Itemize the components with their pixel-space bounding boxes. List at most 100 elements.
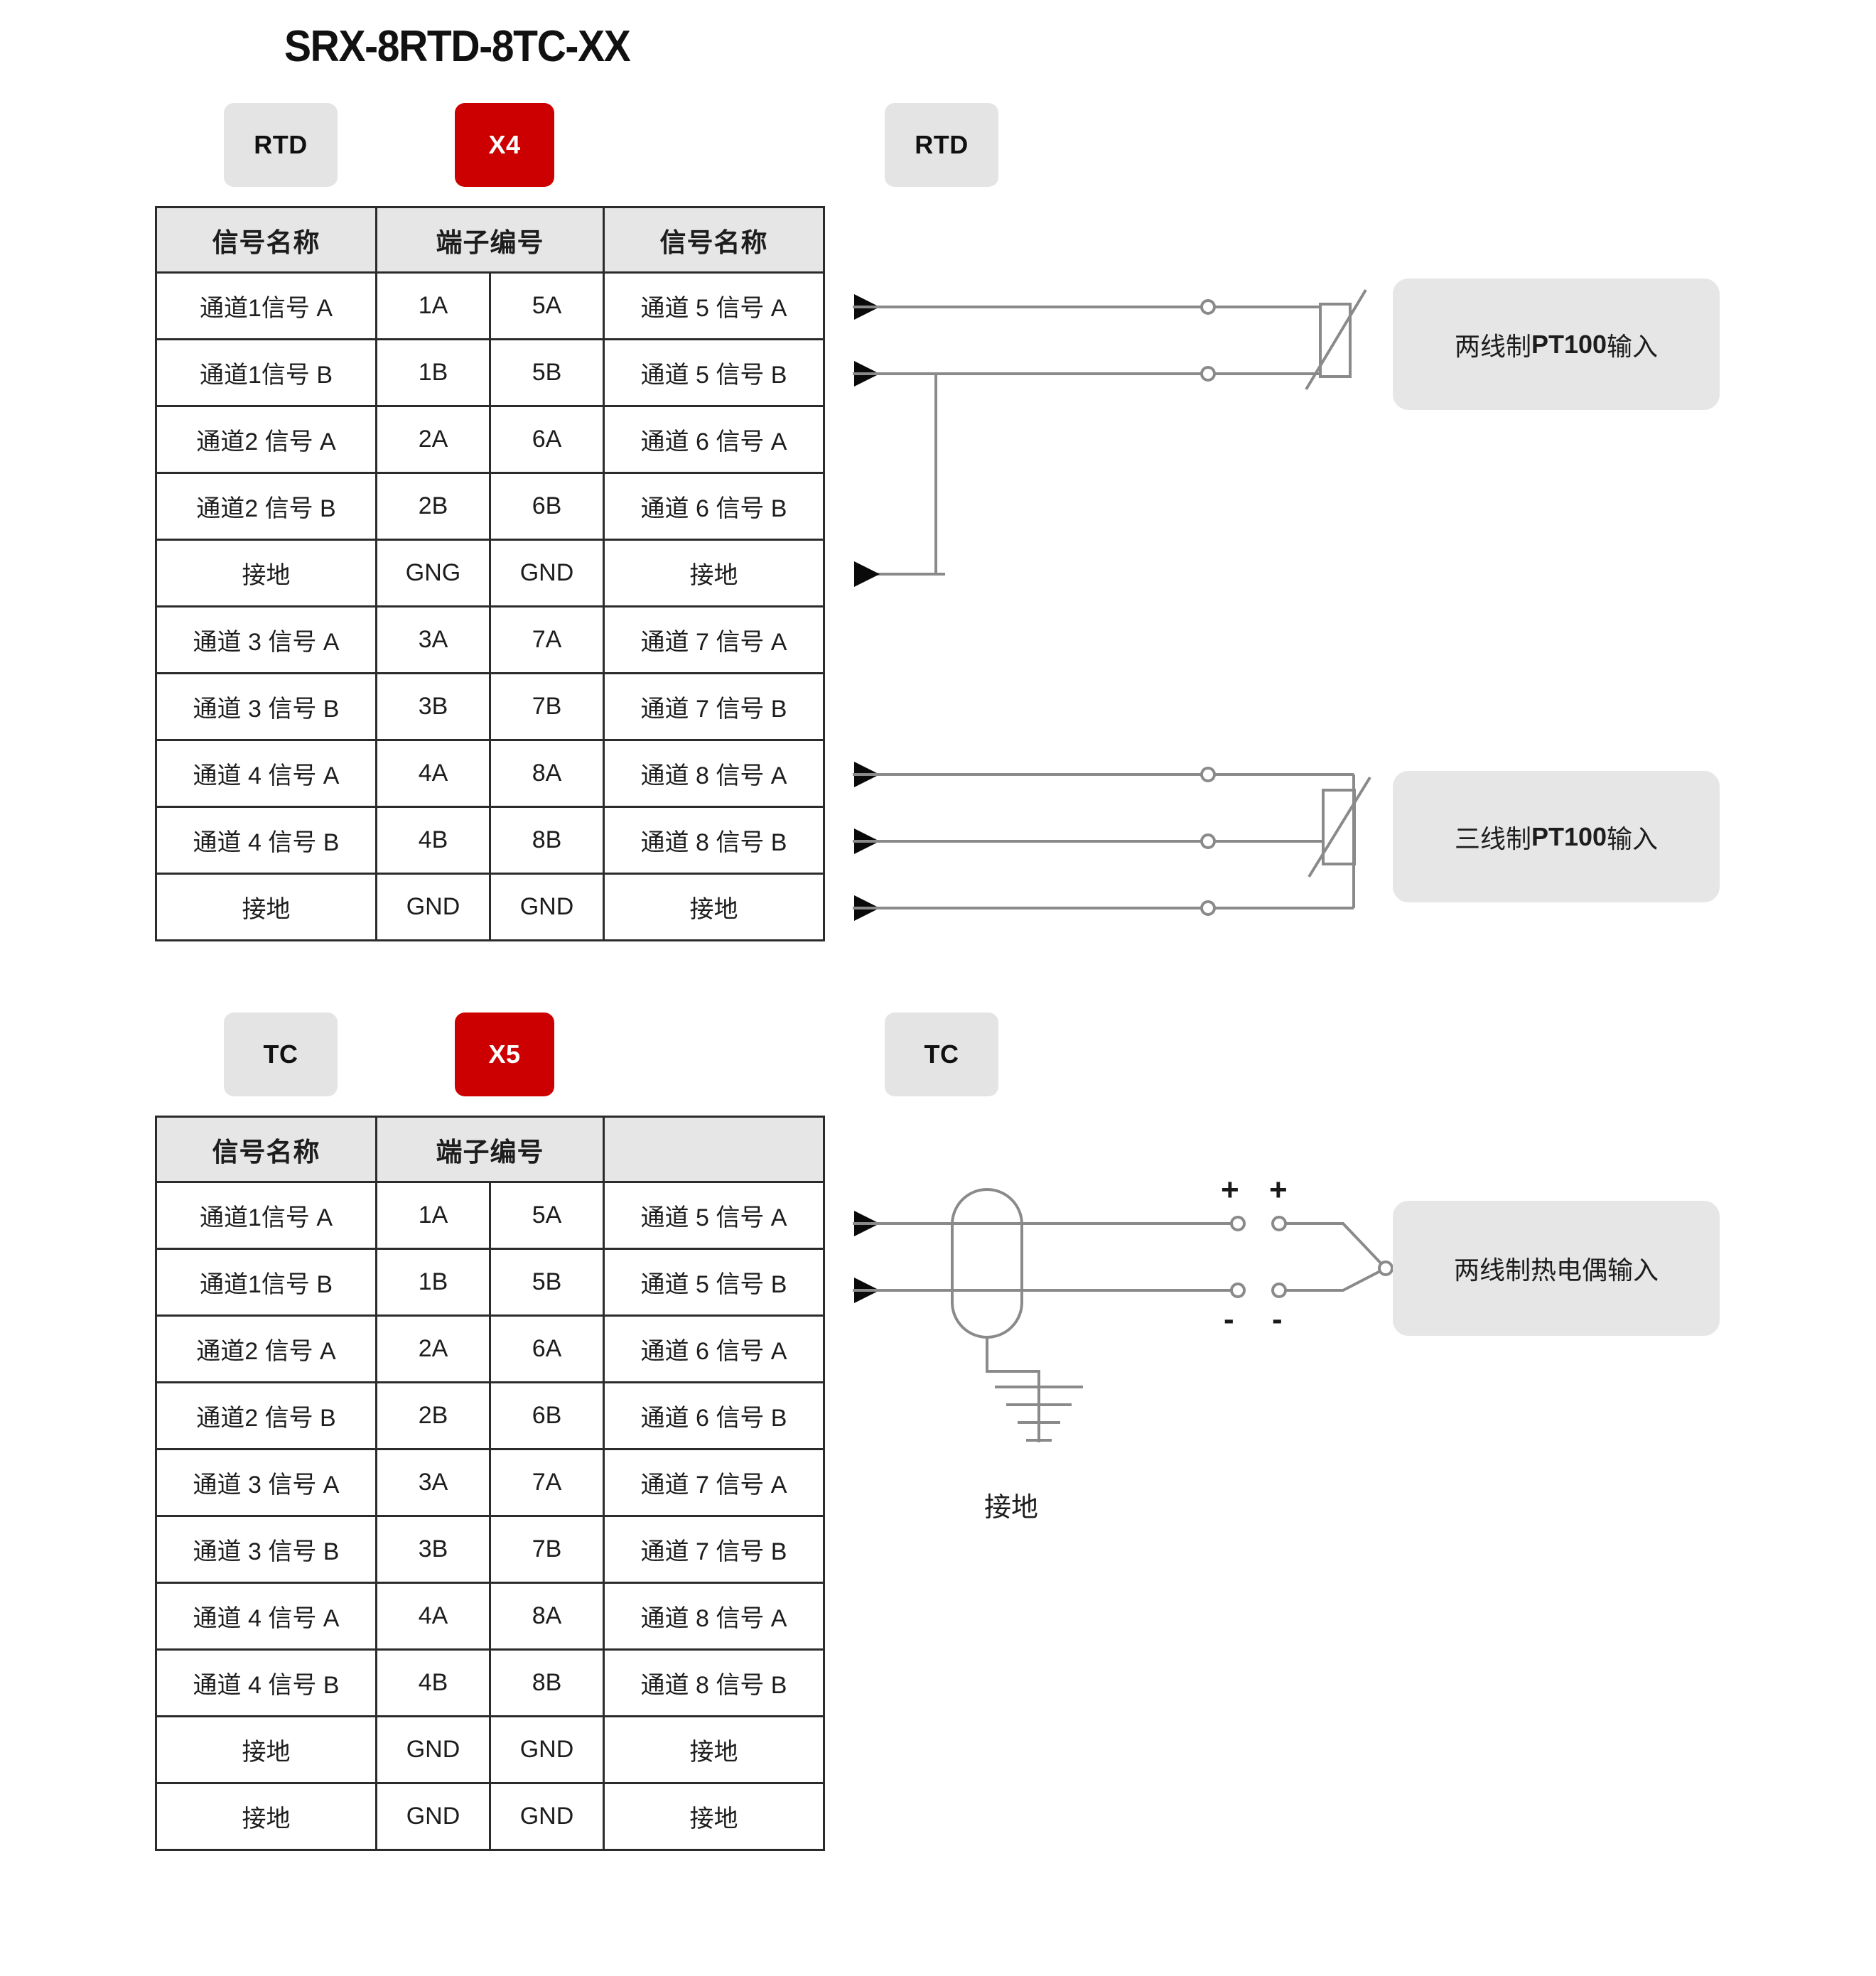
cell-signal-right: 通道 6 信号 B bbox=[603, 472, 825, 541]
cell-signal-right: 通道 7 信号 B bbox=[603, 672, 825, 741]
three-wire-pt100-schematic bbox=[853, 762, 1371, 921]
cell-signal-left: 通道2 信号 A bbox=[155, 405, 377, 474]
callout-two-wire-pt100: 两线制 PT100 输入 bbox=[1393, 279, 1720, 410]
cell-terminal-right: 7A bbox=[489, 605, 605, 674]
thermocouple-schematic bbox=[853, 1188, 1393, 1442]
cell-terminal-right: 6A bbox=[489, 405, 605, 474]
cell-terminal-left: 4A bbox=[375, 739, 491, 808]
cell-signal-left: 接地 bbox=[155, 1715, 377, 1784]
cell-signal-right: 通道 5 信号 B bbox=[603, 338, 825, 407]
terminal-dot bbox=[1271, 1216, 1287, 1231]
cell-signal-left: 通道 3 信号 A bbox=[155, 605, 377, 674]
header-signal-name-right bbox=[603, 1116, 825, 1183]
shield-capsule bbox=[951, 1188, 1023, 1339]
cell-terminal-right: GND bbox=[489, 1782, 605, 1851]
ground-caption: 接地 bbox=[984, 1493, 1039, 1523]
two-wire-pt100-schematic bbox=[853, 288, 1367, 587]
terminal-dot bbox=[1200, 299, 1216, 315]
cell-signal-left: 通道 4 信号 A bbox=[155, 1582, 377, 1651]
callout-three-wire-pt100: 三线制 PT100 输入 bbox=[1393, 771, 1720, 902]
rtd-element-slash bbox=[1308, 776, 1371, 878]
cell-terminal-right: GND bbox=[489, 1715, 605, 1784]
cell-signal-right: 通道 6 信号 A bbox=[603, 1314, 825, 1383]
cell-terminal-left: 1A bbox=[375, 271, 491, 340]
cell-terminal-right: GND bbox=[489, 873, 605, 941]
rtd-element-body bbox=[1322, 789, 1356, 865]
cell-signal-left: 通道2 信号 B bbox=[155, 1381, 377, 1450]
cell-terminal-left: 3A bbox=[375, 1448, 491, 1517]
cell-signal-right: 接地 bbox=[603, 1782, 825, 1851]
cell-signal-left: 接地 bbox=[155, 873, 377, 941]
cell-terminal-right: GND bbox=[489, 539, 605, 608]
cell-terminal-right: 6B bbox=[489, 1381, 605, 1450]
cell-terminal-right: 5A bbox=[489, 271, 605, 340]
terminal-dot bbox=[1200, 767, 1216, 782]
ground-symbol bbox=[995, 1371, 1083, 1442]
terminal-dot bbox=[1200, 900, 1216, 916]
cell-signal-right: 通道 7 信号 B bbox=[603, 1515, 825, 1584]
header-signal-name-right: 信号名称 bbox=[603, 206, 825, 274]
cell-terminal-left: 4A bbox=[375, 1582, 491, 1651]
cell-terminal-right: 5B bbox=[489, 338, 605, 407]
shield-ground-lead bbox=[986, 1337, 1040, 1387]
cell-terminal-right: 6B bbox=[489, 472, 605, 541]
callout-text-prefix: 两线制 bbox=[1454, 331, 1531, 361]
cell-signal-right: 通道 8 信号 A bbox=[603, 739, 825, 808]
cell-signal-left: 通道 3 信号 B bbox=[155, 1515, 377, 1584]
cell-terminal-right: 5B bbox=[489, 1248, 605, 1317]
cell-terminal-left: 1B bbox=[375, 338, 491, 407]
header-signal-name-left: 信号名称 bbox=[155, 1116, 377, 1183]
cell-signal-right: 通道 6 信号 B bbox=[603, 1381, 825, 1450]
terminal-dot bbox=[1200, 366, 1216, 382]
badge-x5: X5 bbox=[455, 1013, 554, 1096]
cell-terminal-left: GNG bbox=[375, 539, 491, 608]
header-signal-name-left: 信号名称 bbox=[155, 206, 377, 274]
cell-signal-left: 通道 4 信号 B bbox=[155, 1648, 377, 1717]
tc-junction-upper bbox=[1285, 1222, 1387, 1270]
cell-signal-left: 接地 bbox=[155, 1782, 377, 1851]
cell-terminal-left: 3A bbox=[375, 605, 491, 674]
header-terminal-number: 端子编号 bbox=[375, 206, 605, 274]
terminal-dot bbox=[1200, 833, 1216, 849]
terminal-dot bbox=[1230, 1216, 1246, 1231]
cell-signal-right: 通道 8 信号 A bbox=[603, 1582, 825, 1651]
cell-signal-right: 通道 8 信号 B bbox=[603, 1648, 825, 1717]
terminal-dot bbox=[1271, 1283, 1287, 1298]
callout-thermocouple: 两线制热电偶输入 bbox=[1393, 1201, 1720, 1336]
tc-junction-lower bbox=[1285, 1267, 1386, 1292]
cell-signal-right: 通道 7 信号 A bbox=[603, 1448, 825, 1517]
badge-rtd-right: RTD bbox=[885, 103, 998, 187]
polarity-plus-left: + bbox=[1221, 1172, 1239, 1207]
cell-terminal-right: 5A bbox=[489, 1181, 605, 1250]
badge-rtd-left: RTD bbox=[224, 103, 338, 187]
wire-gnd-branch bbox=[856, 374, 937, 576]
cell-terminal-left: 2B bbox=[375, 472, 491, 541]
cell-signal-left: 通道 4 信号 B bbox=[155, 806, 377, 875]
cell-terminal-left: 3B bbox=[375, 1515, 491, 1584]
cell-signal-left: 通道1信号 B bbox=[155, 1248, 377, 1317]
cell-signal-right: 通道 5 信号 A bbox=[603, 271, 825, 340]
table-header-row: 信号名称 端子编号 bbox=[155, 1116, 825, 1183]
callout-text-suffix: 输入 bbox=[1607, 331, 1659, 361]
badge-tc-right: TC bbox=[885, 1013, 998, 1096]
badge-x4: X4 bbox=[455, 103, 554, 187]
polarity-minus-right: - bbox=[1272, 1302, 1283, 1337]
badge-tc-left: TC bbox=[224, 1013, 338, 1096]
page-title: SRX-8RTD-8TC-XX bbox=[284, 22, 631, 71]
